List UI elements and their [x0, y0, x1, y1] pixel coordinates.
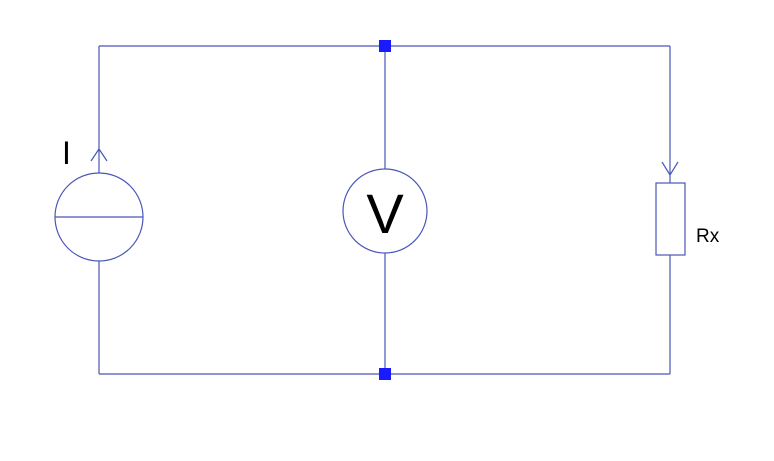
voltmeter: V	[342, 168, 428, 254]
resistor-icon	[655, 182, 686, 256]
current-arrow-icon	[661, 161, 679, 177]
resistor: Rx	[655, 161, 720, 256]
resistor-label: Rx	[696, 226, 720, 247]
voltmeter-label: V	[366, 182, 404, 245]
current-direction-arrow-icon	[90, 147, 108, 162]
junction-nodes	[379, 40, 391, 380]
bottom-junction-node	[379, 368, 391, 380]
voltmeter-icon	[342, 168, 428, 254]
current-source-icon	[54, 172, 144, 262]
current-source: I	[54, 135, 144, 262]
top-junction-node	[379, 40, 391, 52]
current-source-label: I	[62, 135, 71, 171]
